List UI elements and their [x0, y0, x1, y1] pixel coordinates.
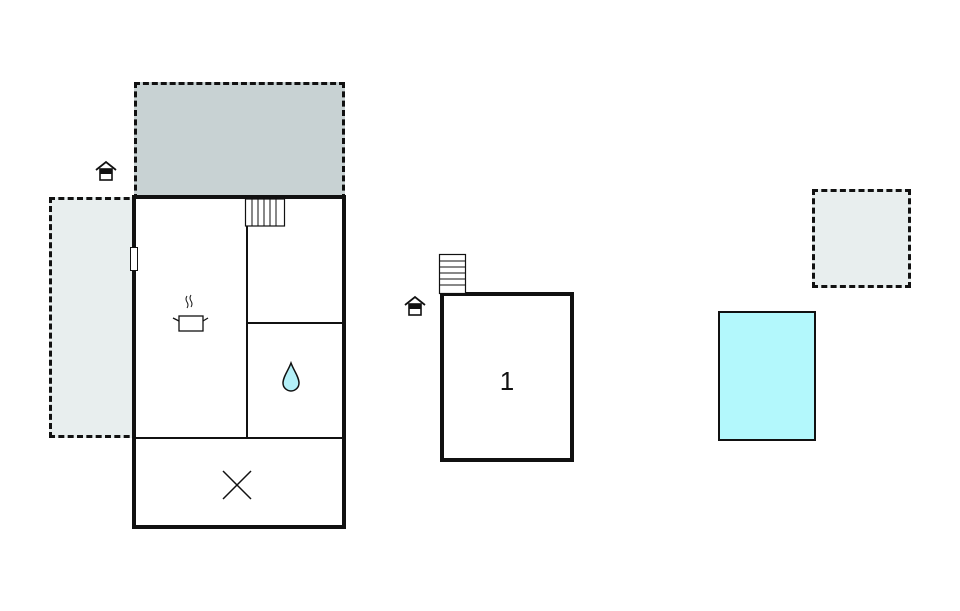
covered-terrace-north	[134, 82, 345, 200]
entrance-house-icon	[404, 295, 426, 317]
swimming-pool	[718, 311, 816, 441]
cooking-pot-icon	[172, 294, 209, 334]
terrace-east	[812, 189, 911, 288]
interior-wall-vertical	[246, 199, 248, 438]
terrace-west	[49, 197, 139, 438]
interior-wall-bedroom-top	[136, 437, 342, 439]
water-drop-icon	[282, 360, 300, 392]
main-house	[132, 195, 346, 529]
entrance-house-icon	[95, 160, 117, 182]
interior-wall-bath-top	[246, 322, 342, 324]
annex-label: 1	[499, 366, 515, 396]
stairs-icon	[244, 198, 286, 227]
stairs-icon	[438, 253, 467, 295]
annex-building: 1	[440, 292, 574, 462]
x-mark-icon	[222, 470, 252, 500]
door-west	[130, 247, 138, 271]
